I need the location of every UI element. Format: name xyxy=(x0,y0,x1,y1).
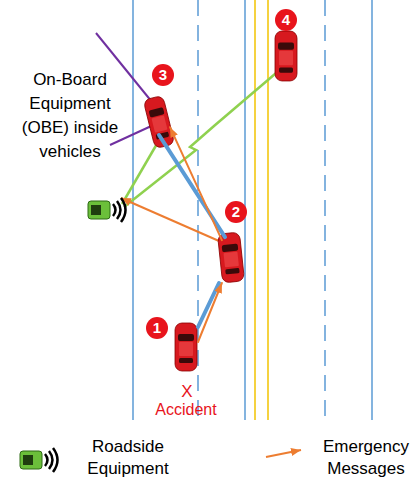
callout-number: 4 xyxy=(275,9,297,31)
car-roof xyxy=(152,115,168,132)
car-windshield xyxy=(278,42,294,49)
signal-arc xyxy=(45,454,48,466)
car-shape xyxy=(174,322,198,372)
signal-arc xyxy=(49,451,53,469)
car-roof xyxy=(279,51,293,66)
v2v-link xyxy=(159,135,225,237)
legend-arrow-sample xyxy=(266,450,301,457)
car-shape xyxy=(142,94,176,150)
car-roof xyxy=(224,252,239,268)
signal-arc xyxy=(113,204,116,216)
legend-text: Roadside Equipment xyxy=(80,436,176,480)
car-windshield xyxy=(222,243,239,252)
car-body xyxy=(143,95,175,148)
legend-roadside-icon xyxy=(20,448,58,472)
car-roof xyxy=(179,342,193,356)
roadside-equipment-icon xyxy=(88,198,126,222)
lane-dashed-line xyxy=(197,0,199,420)
lane-dashed-line xyxy=(324,0,326,420)
v2v-link xyxy=(198,283,219,327)
rse-panel xyxy=(23,455,33,465)
signal-arc xyxy=(121,198,126,222)
vehicle-node: 4 xyxy=(274,30,298,82)
signal-arc xyxy=(117,201,121,219)
signal-arc xyxy=(53,448,58,472)
car-rear-window xyxy=(279,67,293,72)
emergency-arrow xyxy=(170,127,222,240)
road-edge-line xyxy=(132,0,134,420)
center-yellow-line xyxy=(267,0,269,420)
car-body xyxy=(175,323,197,371)
car-body xyxy=(275,31,297,81)
road-edge-line xyxy=(371,0,373,420)
car-shape xyxy=(274,30,298,82)
emergency-arrow xyxy=(198,283,222,342)
center-yellow-line xyxy=(254,0,256,420)
vehicle-node: 3 xyxy=(148,96,170,148)
callout-number: 1 xyxy=(146,317,168,339)
car-rear-window xyxy=(179,358,193,363)
accident-label: Accident xyxy=(146,400,226,420)
callout-number: 2 xyxy=(225,201,247,223)
car-rear-window xyxy=(225,268,239,275)
rse-box xyxy=(20,451,42,469)
wireless-link xyxy=(124,68,282,207)
leader-line xyxy=(96,33,152,102)
callout-label: On-Board Equipment (OBE) inside vehicles xyxy=(10,68,130,164)
accident-mark: X xyxy=(177,382,197,402)
legend-text: Emergency Messages xyxy=(318,436,414,480)
rse-panel xyxy=(91,205,101,215)
rse-box xyxy=(88,201,110,219)
callout-number: 3 xyxy=(152,64,174,86)
car-windshield xyxy=(178,334,194,341)
vehicle-node: 1 xyxy=(174,322,198,372)
